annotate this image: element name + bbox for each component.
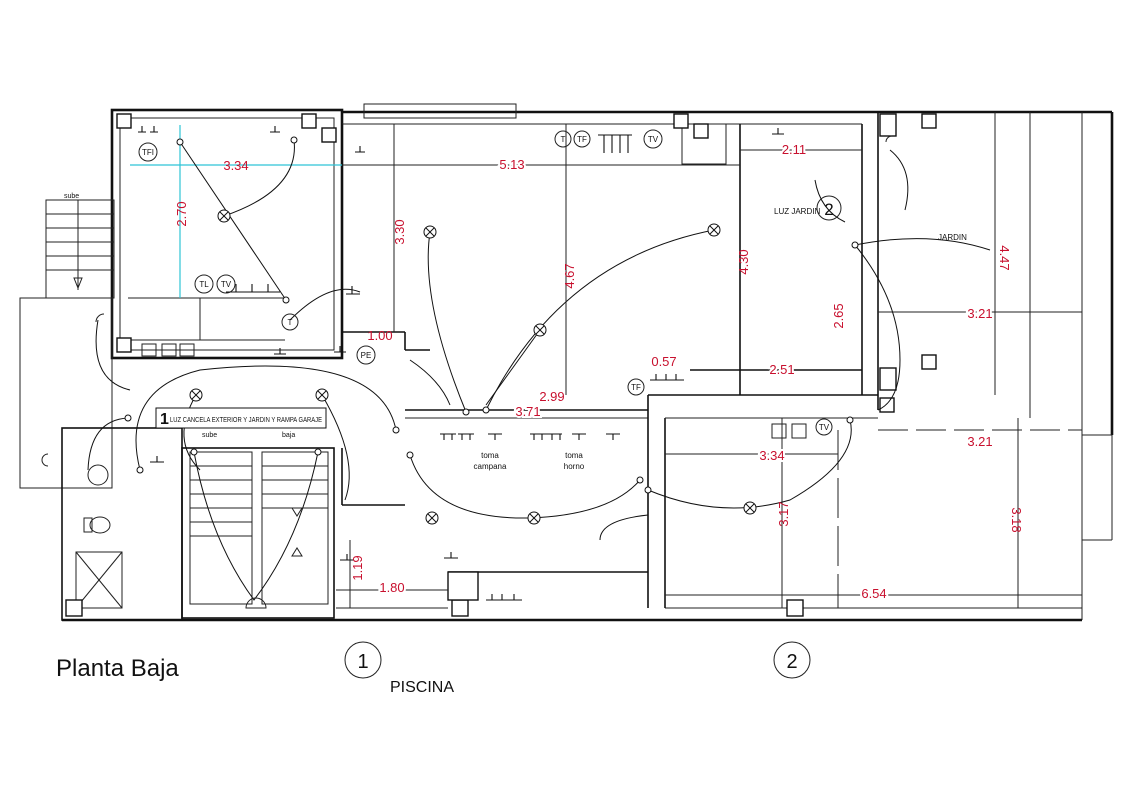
shower-tray [75, 551, 123, 609]
lamp-bedroom [217, 209, 231, 223]
dim-3-21-a: 3.21 [967, 306, 992, 321]
stair-flight-left [189, 451, 253, 605]
socket-tags: TFI TL TV T PE T TF TV TF TV [138, 129, 833, 436]
dim-3-34-top: 3.34 [223, 158, 248, 173]
lamp-living-1 [423, 225, 437, 239]
tag-tv-right: TV [819, 423, 830, 432]
dim-4-47: 4.47 [997, 245, 1012, 270]
plan-title: Planta Baja [56, 655, 179, 682]
stair-treads [190, 465, 328, 537]
dim-4-67: 4.67 [562, 263, 577, 288]
exterior-stair-treads [46, 200, 114, 290]
dim-2-51: 2.51 [769, 362, 794, 377]
label-left-sube: sube [64, 193, 79, 200]
up-arrow-icon [291, 547, 303, 557]
axis-1-ring [344, 641, 382, 679]
lamp-hall-1 [189, 388, 203, 402]
columns [65, 113, 937, 617]
lamp-living-3 [533, 323, 547, 337]
label-toma-horno-2: horno [564, 462, 585, 471]
label-toma-campana-2: campana [474, 462, 507, 471]
fixtures [41, 135, 893, 609]
tag-tfi-ring [138, 142, 158, 162]
switch-points [124, 136, 859, 494]
label-jardin: JARDIN [938, 233, 967, 242]
tag-pe: PE [361, 351, 372, 360]
lamp-hall-2 [315, 388, 329, 402]
label-luz-jardin-number: 2 [824, 200, 833, 219]
cyan-guides [130, 125, 342, 298]
stair-flight-right [261, 451, 329, 605]
dim-2-11: 2.11 [782, 142, 806, 157]
stair-walls [181, 447, 335, 619]
label-luz-jardin: LUZ JARDIN [774, 207, 820, 216]
dim-3-21-b: 3.21 [967, 434, 992, 449]
tag-tfi: TFI [142, 148, 154, 157]
label-stair-sube: sube [202, 432, 217, 439]
circuit-banner: 1 LUZ CANCELA EXTERIOR Y JARDIN Y RAMPA … [155, 407, 327, 429]
label-toma-horno-1: toma [565, 451, 583, 460]
dim-1-19: 1.19 [350, 555, 365, 580]
tag-tl: TL [199, 280, 209, 289]
label-stair-baja: baja [282, 432, 295, 439]
dim-5-13: 5.13 [499, 157, 524, 172]
bell-icon [245, 597, 267, 609]
lamp-kitchen-2 [527, 511, 541, 525]
walls [19, 103, 1114, 622]
dim-3-18: 3.18 [1009, 507, 1024, 532]
toilet-icon [89, 516, 111, 534]
lamp-garage [743, 501, 757, 515]
dim-3-34-mid: 3.34 [759, 448, 784, 463]
dim-2-70: 2.70 [174, 201, 189, 226]
dim-2-99: 2.99 [539, 389, 564, 404]
lamp-kitchen-1 [425, 511, 439, 525]
room-labels: sube sube baja toma campana toma horno L… [64, 193, 967, 471]
circuit-text: LUZ CANCELA EXTERIOR Y JARDIN Y RAMPA GA… [170, 415, 322, 424]
tag-t-left: T [288, 318, 293, 327]
dim-4-30: 4.30 [736, 249, 751, 274]
boiler-icon [87, 464, 109, 486]
dim-3-30: 3.30 [392, 219, 407, 244]
dim-2-65: 2.65 [831, 303, 846, 328]
dim-1-00: 1.00 [367, 328, 392, 343]
room-bedroom-inner [119, 117, 335, 351]
tag-tf-top: TF [577, 135, 587, 144]
lamps [189, 209, 757, 525]
tag-tv-left: TV [221, 280, 232, 289]
axis-markers: 1 2 [344, 641, 811, 679]
panel-icon [141, 343, 157, 357]
axis-1: 1 [357, 651, 368, 673]
dim-0-57: 0.57 [651, 354, 676, 369]
dim-3-17: 3.17 [776, 501, 791, 526]
tag-tf-mid: TF [631, 383, 641, 392]
tag-t-top: T [561, 135, 566, 144]
dim-3-71: 3.71 [515, 404, 540, 419]
tag-tv-top: TV [648, 135, 659, 144]
dimension-labels: 3.34 2.70 5.13 3.30 4.67 4.30 2.11 4.47 … [174, 124, 1082, 608]
shower-diag-2 [75, 551, 123, 609]
down-arrow-icon [291, 507, 303, 517]
axis-2: 2 [786, 651, 797, 673]
pool-label: PISCINA [390, 679, 454, 696]
top-window [363, 103, 517, 119]
axis-2-ring [773, 641, 811, 679]
left-terrace [19, 297, 113, 489]
lamp-living-2 [707, 223, 721, 237]
dim-6-54: 6.54 [861, 586, 886, 601]
wiring [87, 139, 991, 601]
label-toma-campana-1: toma [481, 451, 499, 460]
socket-marks [138, 126, 784, 601]
circuit-number: 1 [160, 411, 169, 428]
dim-1-80: 1.80 [379, 580, 404, 595]
